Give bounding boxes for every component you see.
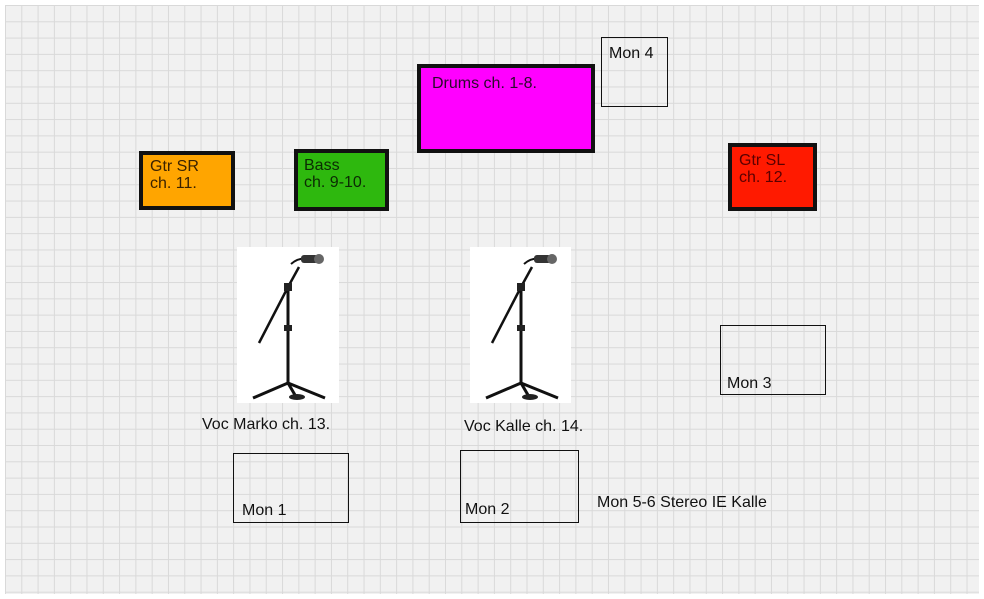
mon3-box[interactable]: Mon 3 [720,325,826,395]
mon4-label: Mon 4 [609,45,654,62]
gtr-sr-box[interactable]: Gtr SR ch. 11. [139,151,235,210]
mon2-box[interactable]: Mon 2 [460,450,579,523]
drums-box[interactable]: Drums ch. 1-8. [417,64,595,153]
mic-stand-icon [252,254,326,400]
mon56-label: Mon 5-6 Stereo IE Kalle [597,494,767,511]
gtr-sl-label: Gtr SL ch. 12. [739,152,788,186]
mon1-label: Mon 1 [242,502,287,519]
gtr-sl-box[interactable]: Gtr SL ch. 12. [728,143,817,211]
mon1-box[interactable]: Mon 1 [233,453,349,523]
mon3-label: Mon 3 [727,375,772,392]
gtr-sr-label: Gtr SR ch. 11. [150,158,199,192]
mon4-box[interactable]: Mon 4 [601,37,668,107]
mic-stand-icon [485,254,559,400]
voc-marko-label: Voc Marko ch. 13. [202,416,331,433]
bass-label: Bass ch. 9-10. [304,157,367,191]
drums-label: Drums ch. 1-8. [432,75,537,92]
bass-box[interactable]: Bass ch. 9-10. [294,149,389,211]
mon2-label: Mon 2 [465,501,510,518]
voc-kalle-label: Voc Kalle ch. 14. [464,418,584,435]
mic-stand-marko [237,247,339,403]
mic-stand-kalle [470,247,571,403]
